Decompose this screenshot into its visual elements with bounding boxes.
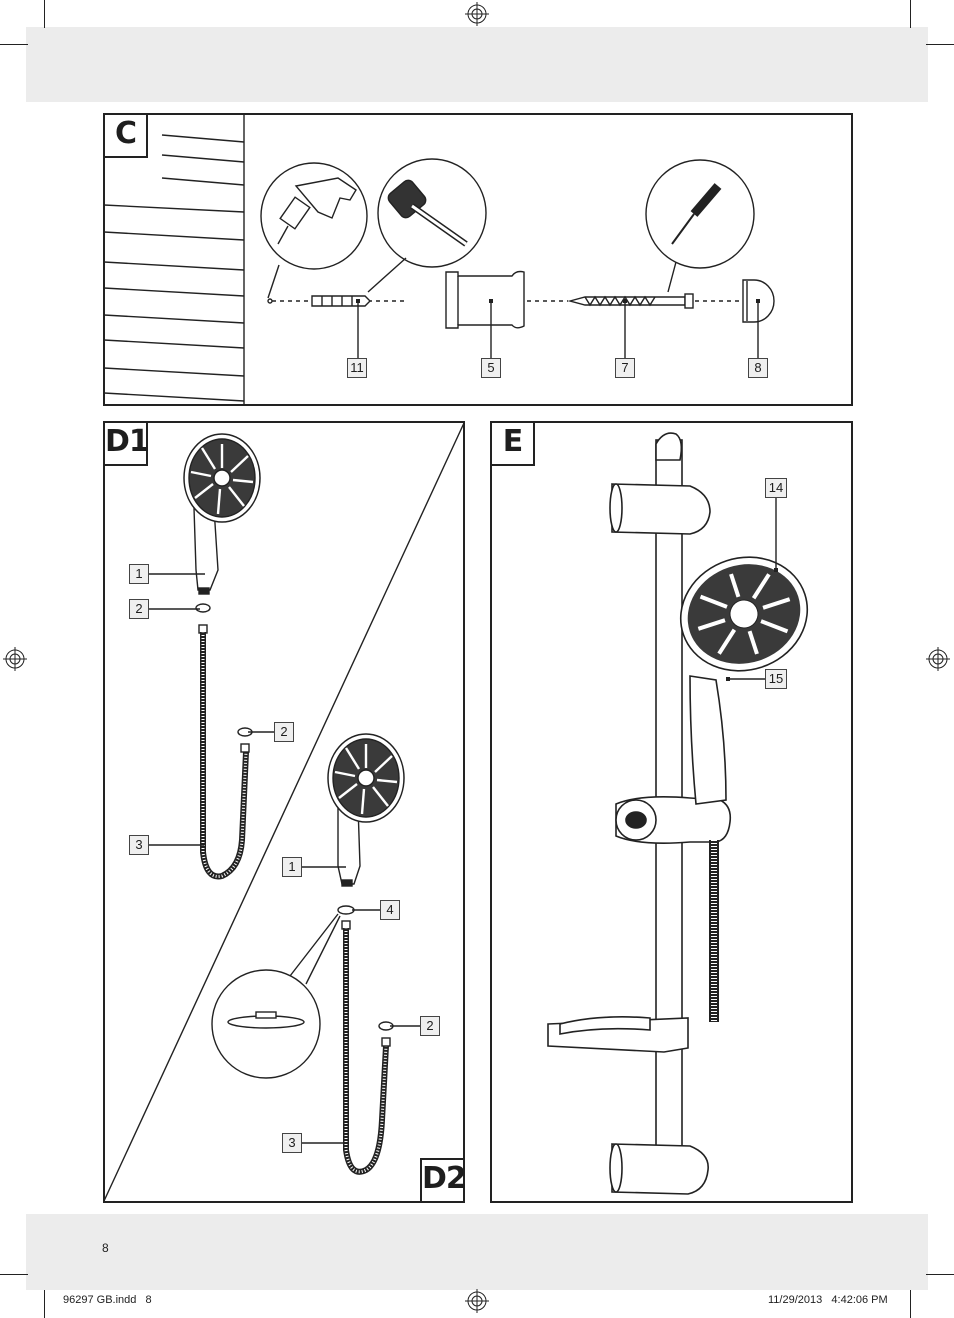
timestamp-slug: 11/29/2013 4:42:06 PM xyxy=(768,1294,888,1306)
part-label-5: 5 xyxy=(481,358,501,378)
panel-d xyxy=(103,421,465,1203)
part-label-d1-3: 3 xyxy=(129,835,149,855)
registration-mark-top xyxy=(465,2,489,26)
part-label-d2-1: 1 xyxy=(282,857,302,877)
crop-mark xyxy=(926,44,954,45)
part-label-d1-1: 1 xyxy=(129,564,149,584)
part-label-d2-3: 3 xyxy=(282,1133,302,1153)
registration-mark-left xyxy=(3,647,27,671)
crop-mark xyxy=(926,1274,954,1275)
part-label-d2-4: 4 xyxy=(380,900,400,920)
part-label-8: 8 xyxy=(748,358,768,378)
part-label-15: 15 xyxy=(765,669,787,689)
panel-c xyxy=(103,113,853,406)
registration-mark-right xyxy=(926,647,950,671)
header-band xyxy=(26,27,928,102)
part-label-11: 11 xyxy=(347,358,367,378)
section-tag-c: C xyxy=(103,113,148,158)
file-slug: 96297 GB.indd 8 xyxy=(63,1294,152,1306)
crop-mark xyxy=(44,0,45,28)
crop-mark xyxy=(910,0,911,28)
crop-mark xyxy=(0,1274,28,1275)
registration-mark-bottom xyxy=(465,1289,489,1313)
part-label-7: 7 xyxy=(615,358,635,378)
section-tag-d2: D2 xyxy=(420,1158,467,1203)
page-number: 8 xyxy=(102,1241,109,1255)
crop-mark xyxy=(44,1290,45,1318)
part-label-14: 14 xyxy=(765,478,787,498)
part-label-d1-2b: 2 xyxy=(274,722,294,742)
footer-band xyxy=(26,1214,928,1290)
part-label-d1-2: 2 xyxy=(129,599,149,619)
crop-mark xyxy=(910,1290,911,1318)
section-tag-e: E xyxy=(490,421,535,466)
crop-mark xyxy=(0,44,28,45)
panel-e xyxy=(490,421,853,1203)
part-label-d2-2: 2 xyxy=(420,1016,440,1036)
section-tag-d1: D1 xyxy=(103,421,150,466)
